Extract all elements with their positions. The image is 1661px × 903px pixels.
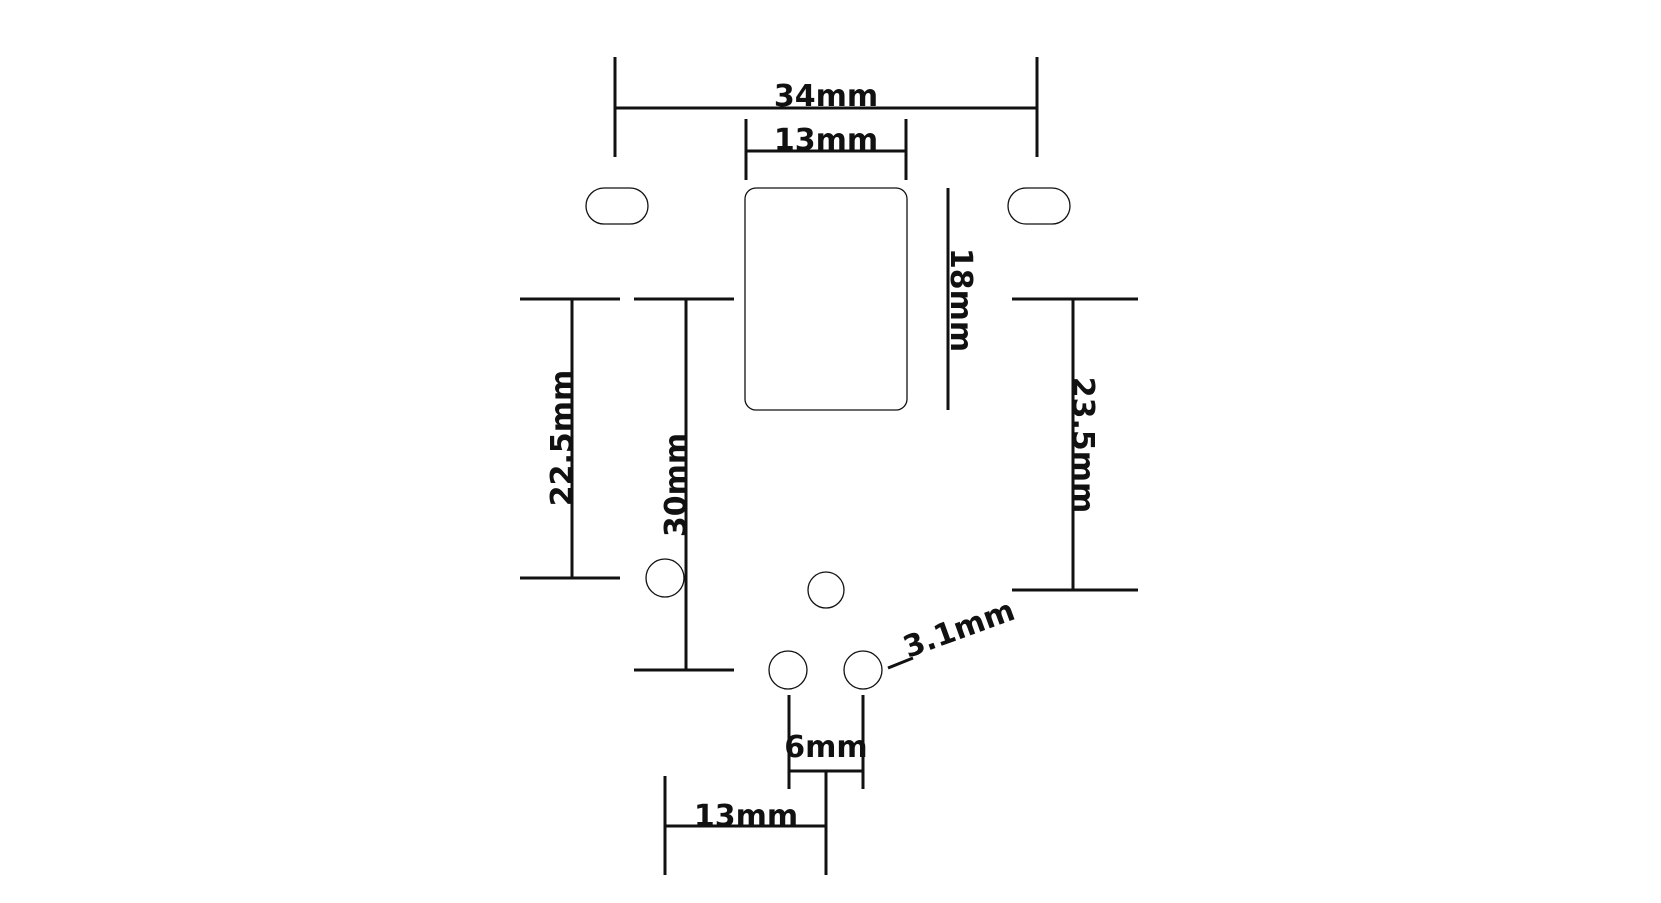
dim-34mm-label: 34mm: [774, 79, 878, 114]
dim-23-5mm-label: 23.5mm: [1065, 377, 1100, 514]
dim-13mm-bottom-label: 13mm: [694, 799, 798, 834]
round-hole-bottom-right: [843, 650, 883, 690]
slot-hole-left: [585, 187, 649, 225]
dim-3-1mm-leader: [887, 656, 914, 670]
dim-22-5mm-label: 22.5mm: [545, 370, 580, 507]
dim-13mm-top-label: 13mm: [774, 123, 878, 158]
dim-30mm-label: 30mm: [659, 433, 694, 537]
round-hole-left: [645, 558, 685, 598]
round-hole-top: [807, 571, 845, 609]
slot-hole-right: [1007, 187, 1071, 225]
dim-18mm-label: 18mm: [943, 248, 978, 352]
rectangular-window: [744, 187, 908, 411]
round-hole-bottom-left: [768, 650, 808, 690]
dim-6mm-label: 6mm: [784, 730, 867, 765]
dim-3-1mm-label: 3.1mm: [899, 593, 1020, 665]
